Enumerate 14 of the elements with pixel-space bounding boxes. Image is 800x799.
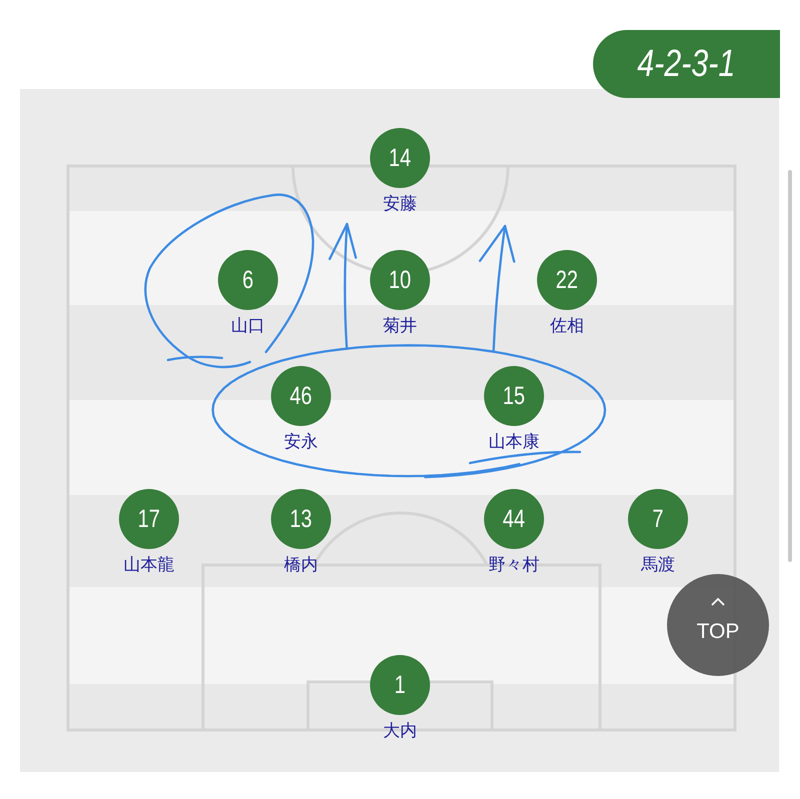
hand-drawn-arrow: [478, 224, 516, 353]
player-name: 山本康: [488, 431, 540, 453]
player-name: 安永: [284, 431, 318, 453]
hand-drawn-arrow: [328, 222, 358, 350]
player-name: 橋内: [284, 554, 318, 576]
player-name: 大内: [383, 720, 417, 742]
player-name: 安藤: [383, 193, 417, 215]
formation-tab: 4-2-3-1: [593, 30, 780, 98]
player-name: 山口: [231, 315, 265, 337]
player-name: 山本龍: [124, 554, 174, 576]
player-name: 菊井: [383, 315, 417, 337]
player-name: 馬渡: [641, 554, 675, 576]
player-name: 野々村: [488, 554, 540, 576]
player-name: 佐相: [550, 315, 584, 337]
